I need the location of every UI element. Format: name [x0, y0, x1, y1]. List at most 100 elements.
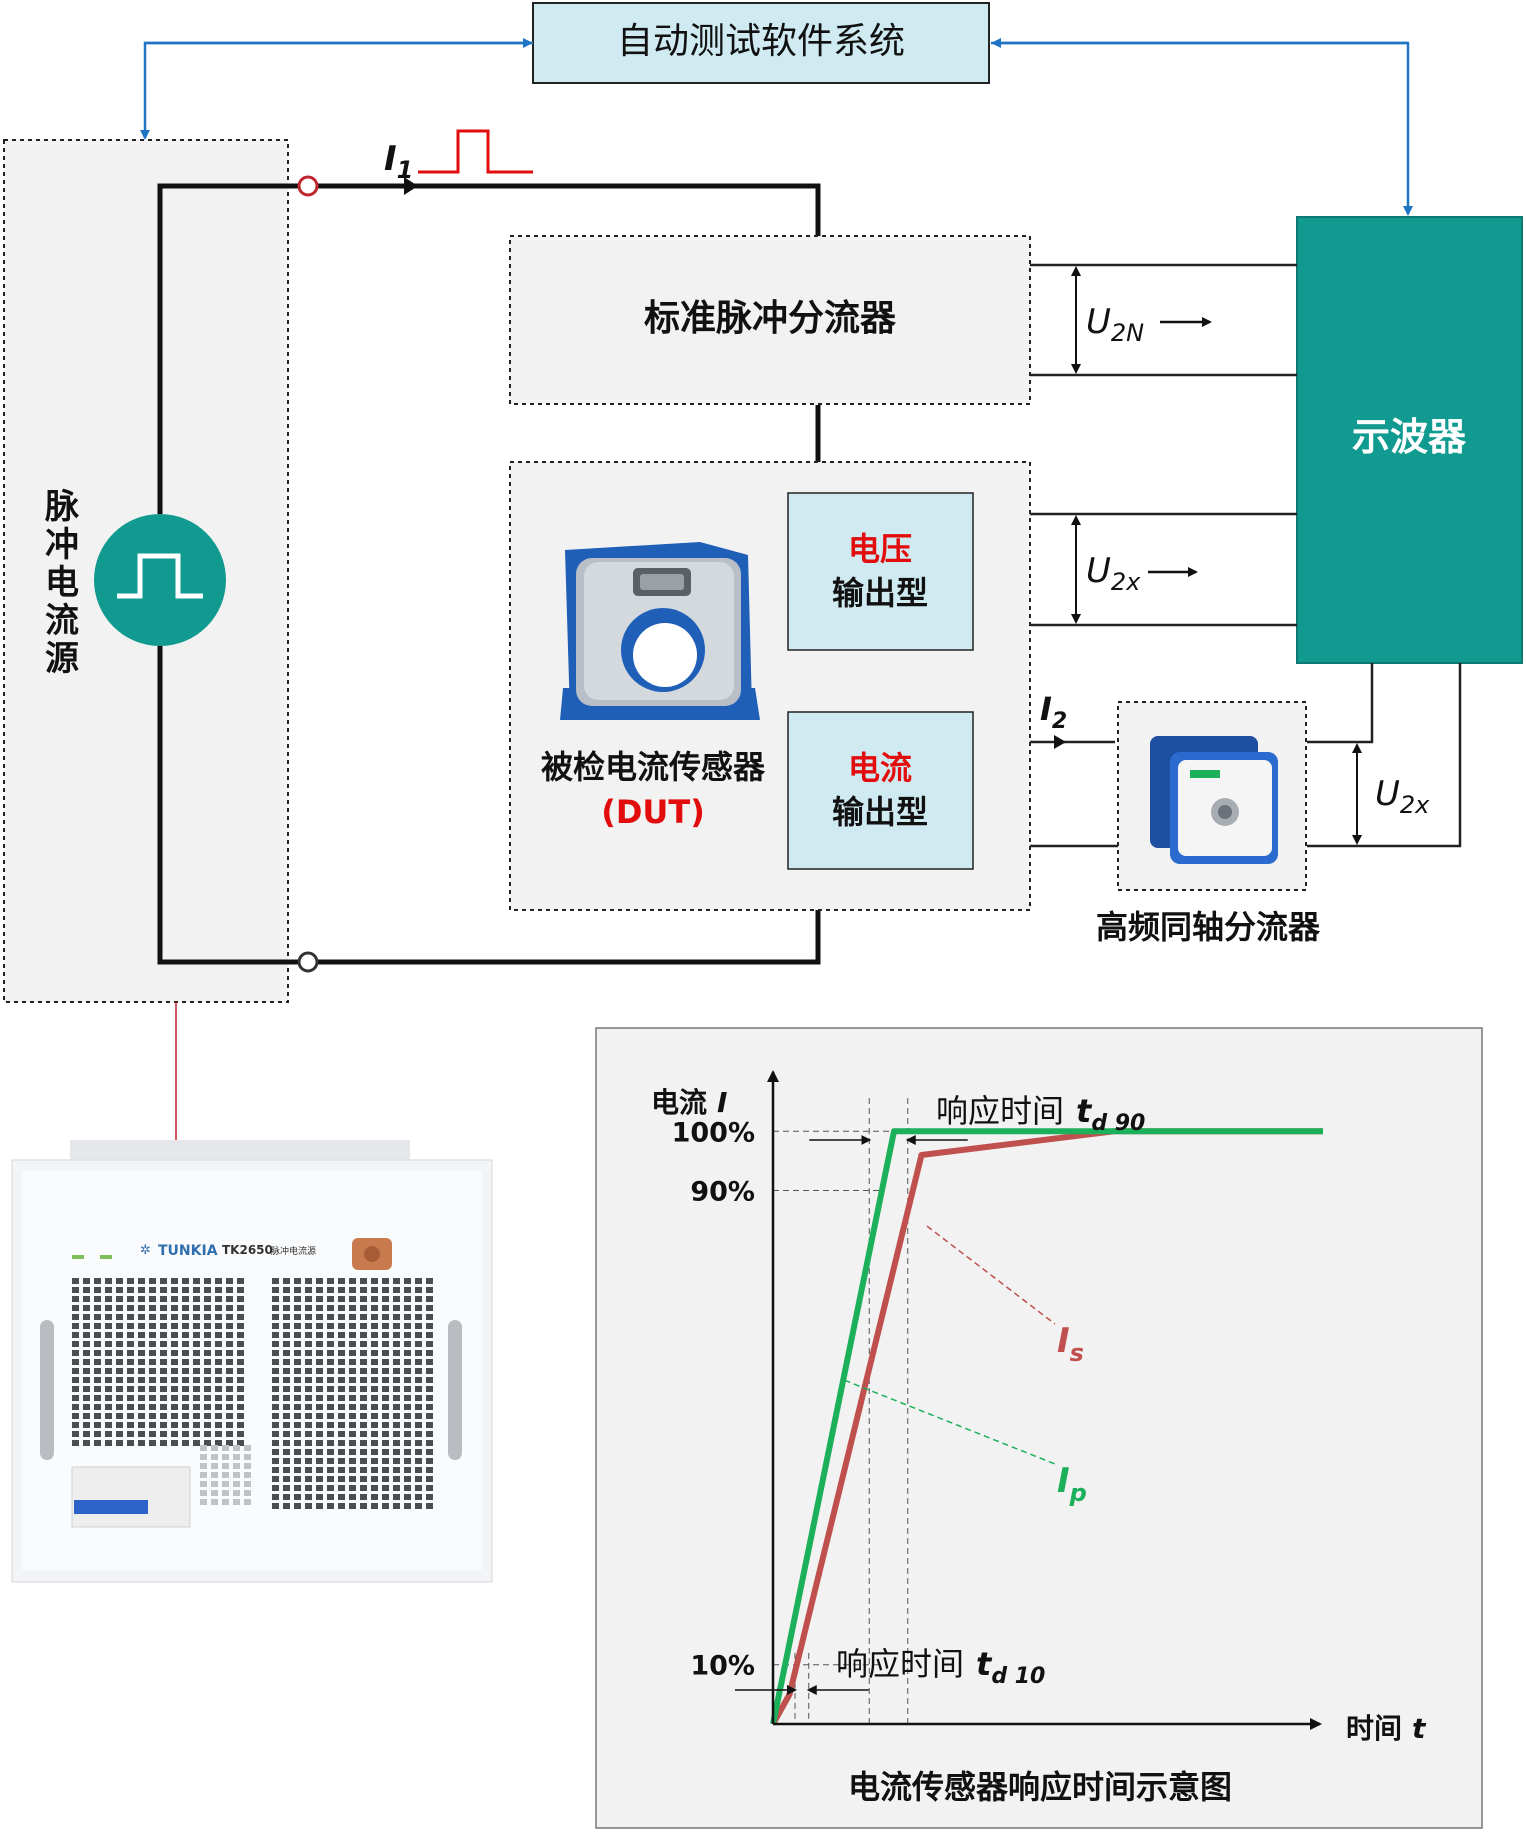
vent-slot — [382, 1458, 389, 1464]
vent-slot — [294, 1350, 301, 1356]
vent-slot — [226, 1422, 233, 1428]
vent-slot — [316, 1449, 323, 1455]
vent-slot — [72, 1413, 79, 1419]
vent-slot — [127, 1368, 134, 1374]
vent-slot — [360, 1422, 367, 1428]
vent-slot — [237, 1305, 244, 1311]
vent-slot — [160, 1305, 167, 1311]
vent-slot — [272, 1458, 279, 1464]
vent-slot — [244, 1463, 251, 1469]
vent-slot — [283, 1323, 290, 1329]
vent-slot — [149, 1422, 156, 1428]
vent-slot — [349, 1458, 356, 1464]
vent-slot — [404, 1485, 411, 1491]
vent-slot — [138, 1386, 145, 1392]
vent-slot — [94, 1440, 101, 1446]
vent-slot — [272, 1413, 279, 1419]
vent-slot — [215, 1332, 222, 1338]
current-direction-arrow — [404, 177, 418, 195]
vent-slot — [204, 1386, 211, 1392]
vent-slot — [226, 1359, 233, 1365]
vent-slot — [72, 1305, 79, 1311]
vent-slot — [215, 1377, 222, 1383]
vent-slot — [83, 1440, 90, 1446]
vent-slot — [338, 1404, 345, 1410]
vent-slot — [382, 1332, 389, 1338]
vent-slot — [244, 1499, 251, 1505]
vent-slot — [204, 1413, 211, 1419]
vent-slot — [105, 1395, 112, 1401]
vent-slot — [149, 1287, 156, 1293]
vent-slot — [211, 1463, 218, 1469]
vent-slot — [83, 1368, 90, 1374]
vent-slot — [404, 1341, 411, 1347]
vent-slot — [338, 1413, 345, 1419]
vent-slot — [371, 1296, 378, 1302]
vent-slot — [138, 1440, 145, 1446]
voltage-type-label-2: 输出型 — [832, 574, 928, 612]
vent-slot — [360, 1314, 367, 1320]
vent-slot — [415, 1422, 422, 1428]
vent-slot — [404, 1458, 411, 1464]
u2x-indicator-voltage: U2x — [1071, 515, 1198, 624]
series-leader-line — [844, 1379, 1056, 1465]
vent-slot — [237, 1278, 244, 1284]
vent-slot — [349, 1395, 356, 1401]
vent-slot — [200, 1490, 207, 1496]
vent-slot — [226, 1314, 233, 1320]
vent-slot — [404, 1494, 411, 1500]
vent-slot — [222, 1490, 229, 1496]
vent-slot — [382, 1278, 389, 1284]
vent-slot — [426, 1440, 433, 1446]
vent-slot — [316, 1395, 323, 1401]
vent-slot — [105, 1413, 112, 1419]
software-system: 自动测试软件系统 — [532, 2, 990, 84]
vent-slot — [349, 1431, 356, 1437]
vent-slot — [272, 1305, 279, 1311]
vent-slot — [204, 1422, 211, 1428]
vent-slot — [72, 1350, 79, 1356]
device-brand: TUNKIA — [158, 1243, 218, 1259]
vent-slot — [272, 1395, 279, 1401]
vent-slot — [237, 1341, 244, 1347]
vent-slot — [182, 1368, 189, 1374]
vent-slot — [105, 1341, 112, 1347]
vent-slot — [272, 1314, 279, 1320]
vent-slot — [160, 1296, 167, 1302]
svg-text:U2x: U2x — [1086, 551, 1141, 596]
vent-slot — [72, 1395, 79, 1401]
vent-slot — [138, 1332, 145, 1338]
vent-slot — [294, 1467, 301, 1473]
current-type-label-2: 输出型 — [832, 793, 928, 831]
vent-slot — [160, 1314, 167, 1320]
series-label-is: Is — [1057, 1321, 1084, 1367]
vent-slot — [149, 1440, 156, 1446]
vent-slot — [160, 1431, 167, 1437]
vent-slot — [127, 1386, 134, 1392]
vent-slot — [404, 1404, 411, 1410]
vent-slot — [226, 1440, 233, 1446]
vent-slot — [294, 1323, 301, 1329]
vent-slot — [215, 1278, 222, 1284]
vent-slot — [233, 1499, 240, 1505]
vent-slot — [116, 1278, 123, 1284]
vent-slot — [338, 1350, 345, 1356]
vent-slot — [360, 1494, 367, 1500]
vent-slot — [94, 1422, 101, 1428]
vent-slot — [371, 1413, 378, 1419]
vent-slot — [360, 1332, 367, 1338]
vent-slot — [360, 1350, 367, 1356]
vent-slot — [149, 1323, 156, 1329]
vent-slot — [193, 1296, 200, 1302]
series-line-ip — [770, 1128, 1323, 1725]
vent-slot — [404, 1350, 411, 1356]
vent-slot — [294, 1503, 301, 1509]
vent-slot — [72, 1422, 79, 1428]
vent-slot — [204, 1296, 211, 1302]
vent-slot — [305, 1413, 312, 1419]
vent-slot — [360, 1305, 367, 1311]
vent-slot — [360, 1503, 367, 1509]
vent-slot — [349, 1314, 356, 1320]
vent-slot — [171, 1341, 178, 1347]
